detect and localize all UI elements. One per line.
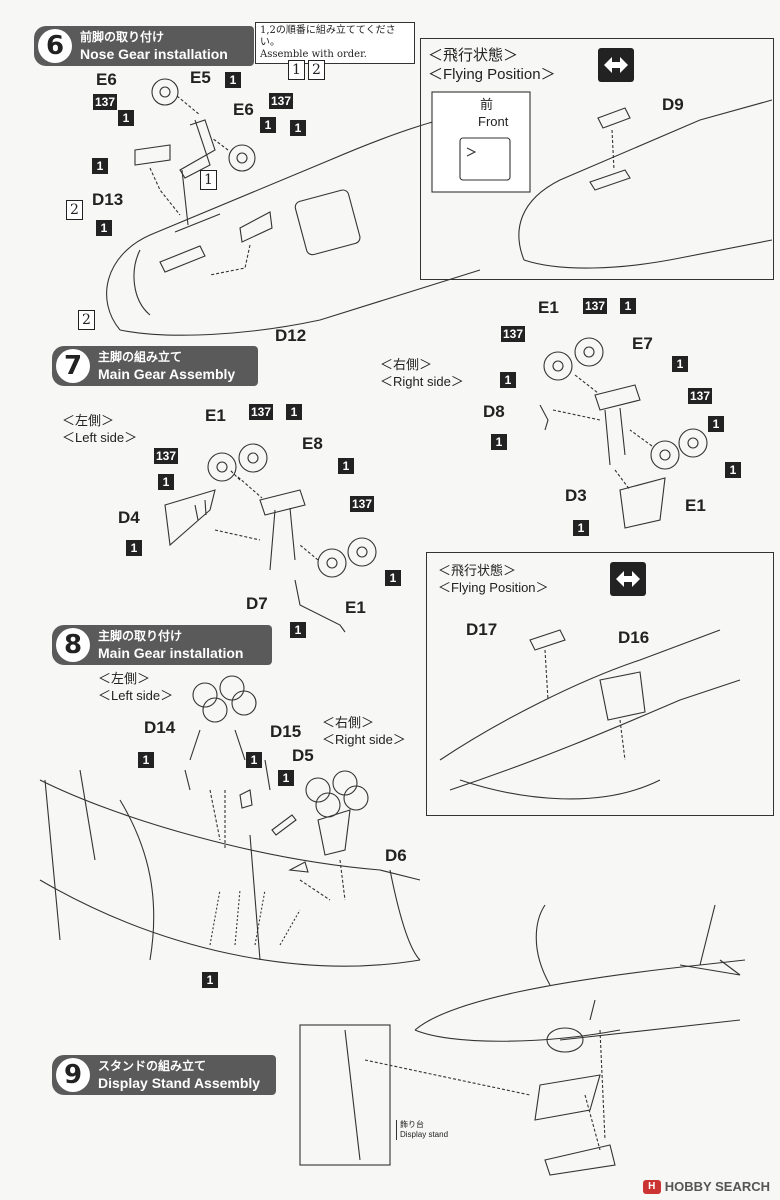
flying-position-panel-main [426, 552, 774, 816]
flying-position-label: ＜飛行状態＞ ＜Flying Position＞ [438, 563, 549, 595]
quantity-badge: 1 [225, 72, 241, 88]
quantity-badge: 1 [126, 540, 142, 556]
assembly-order-note: 1,2の順番に組み立ててください。 Assemble with order. [255, 22, 415, 64]
part-label: D7 [246, 594, 268, 613]
step-title-en: Display Stand Assembly [98, 1075, 261, 1091]
order-note-jp: 1,2の順番に組み立ててください。 [260, 25, 396, 48]
part-code-badge: 137 [350, 496, 375, 512]
step-title-jp: スタンドの組み立て [98, 1059, 207, 1073]
part-label: E7 [632, 334, 653, 353]
part-label: D12 [275, 326, 307, 345]
step-title-en: Main Gear Assembly [98, 366, 236, 382]
order-mark: 1 [288, 60, 305, 80]
left-side-label: ＜左側＞ ＜Left side＞ [62, 413, 138, 445]
order-mark: 2 [66, 200, 83, 220]
quantity-badge: 1 [278, 770, 294, 786]
part-code-badge: 137 [688, 388, 713, 404]
order-mark: 2 [308, 60, 325, 80]
swap-arrows-icon [598, 48, 634, 82]
swap-arrows-icon [610, 562, 646, 596]
part-label: D6 [385, 846, 407, 865]
quantity-badge: 1 [573, 520, 589, 536]
hobby-search-logo-icon: H [642, 1179, 661, 1194]
part-code-badge: 137 [583, 298, 608, 314]
part-code-badge: 137 [501, 326, 526, 342]
front-direction-label: 前 Front [478, 97, 509, 129]
step-title-en: Nose Gear installation [80, 46, 228, 62]
part-code-badge: 137 [93, 94, 118, 110]
part-label: E1 [685, 496, 706, 515]
quantity-badge: 1 [620, 298, 636, 314]
step-number: 8 [56, 628, 90, 662]
step-number: 7 [56, 349, 90, 383]
part-label: E6 [233, 100, 254, 119]
watermark-text: HOBBY SEARCH [664, 1179, 770, 1194]
step-title-jp: 主脚の取り付け [98, 629, 183, 643]
part-label: E5 [190, 68, 211, 87]
step-title-jp: 前脚の取り付け [80, 30, 165, 44]
quantity-badge: 1 [338, 458, 354, 474]
part-code-badge: 137 [154, 448, 179, 464]
flying-position-label: ＜飛行状態＞ ＜Flying Position＞ [428, 47, 556, 83]
quantity-badge: 1 [202, 972, 218, 988]
quantity-badge: 1 [672, 356, 688, 372]
part-code-badge: 137 [249, 404, 274, 420]
order-note-en: Assemble with order. [260, 49, 367, 60]
order-mark: 1 [200, 170, 217, 190]
part-label: E1 [345, 598, 366, 617]
step-6-header: 6 前脚の取り付け Nose Gear installation [34, 26, 254, 66]
part-label: D4 [118, 508, 140, 527]
quantity-badge: 1 [92, 158, 108, 174]
watermark: H HOBBY SEARCH [642, 1179, 770, 1194]
right-side-label: ＜右側＞ ＜Right side＞ [380, 357, 464, 389]
display-stand-label: 飾り台 Display stand [396, 1120, 448, 1140]
quantity-badge: 1 [491, 434, 507, 450]
part-label: D3 [565, 486, 587, 505]
quantity-badge: 1 [290, 120, 306, 136]
step-title-jp: 主脚の組み立て [98, 350, 183, 364]
quantity-badge: 1 [118, 110, 134, 126]
quantity-badge: 1 [286, 404, 302, 420]
quantity-badge: 1 [290, 622, 306, 638]
quantity-badge: 1 [246, 752, 262, 768]
part-label: D17 [466, 620, 498, 639]
part-label: D16 [618, 628, 650, 647]
quantity-badge: 1 [385, 570, 401, 586]
right-side-label: ＜右側＞ ＜Right side＞ [322, 715, 406, 747]
quantity-badge: 1 [708, 416, 724, 432]
step-8-header: 8 主脚の取り付け Main Gear installation [52, 625, 272, 665]
step-number: 6 [38, 29, 72, 63]
flying-position-panel-nose [420, 38, 774, 280]
part-label: D14 [144, 718, 176, 737]
part-label: D8 [483, 402, 505, 421]
quantity-badge: 1 [158, 474, 174, 490]
quantity-badge: 1 [96, 220, 112, 236]
part-label: D13 [92, 190, 124, 209]
quantity-badge: 1 [500, 372, 516, 388]
part-label: E6 [96, 70, 117, 89]
left-side-label: ＜左側＞ ＜Left side＞ [98, 671, 174, 703]
part-label: D15 [270, 722, 302, 741]
part-label: E1 [538, 298, 559, 317]
quantity-badge: 1 [725, 462, 741, 478]
part-label: D9 [662, 95, 684, 114]
part-label: E8 [302, 434, 323, 453]
quantity-badge: 1 [138, 752, 154, 768]
step-number: 9 [56, 1058, 90, 1092]
step-7-header: 7 主脚の組み立て Main Gear Assembly [52, 346, 258, 386]
step-title-en: Main Gear installation [98, 645, 244, 661]
part-code-badge: 137 [269, 93, 294, 109]
quantity-badge: 1 [260, 117, 276, 133]
part-label: D5 [292, 746, 314, 765]
step-9-header: 9 スタンドの組み立て Display Stand Assembly [52, 1055, 276, 1095]
part-label: E1 [205, 406, 226, 425]
order-mark: 2 [78, 310, 95, 330]
